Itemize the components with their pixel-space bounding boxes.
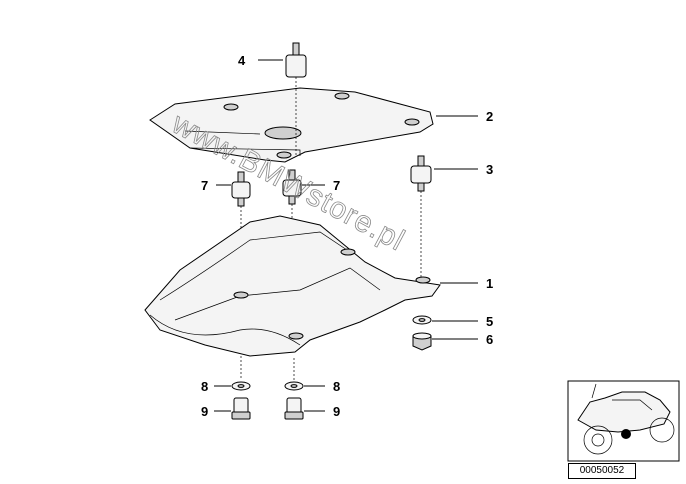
washer-bottom-left [231,356,251,391]
callout-8-right: 8 [333,379,340,394]
callout-1: 1 [486,276,493,291]
motorcycle-location-inset [567,380,680,462]
callout-4: 4 [238,53,246,68]
location-marker-dot [621,429,631,439]
motorcycle-icon [577,383,675,455]
washer-bottom-right [284,358,304,391]
rubber-buffer-right [410,155,432,280]
callout-9-right: 9 [333,404,340,419]
cap-nut-right [284,397,304,420]
callout-5: 5 [486,314,493,329]
callout-8-left: 8 [201,379,208,394]
callout-7-left: 7 [201,178,208,193]
nut-right [412,332,432,351]
callout-3: 3 [486,162,493,177]
callout-6: 6 [486,332,493,347]
callout-2: 2 [486,109,493,124]
callout-7-right: 7 [333,178,340,193]
diagram-number: 00050052 [568,463,636,479]
callout-9-left: 9 [201,404,208,419]
washer-right [412,315,432,325]
rubber-buffer-top [285,42,307,155]
lower-tray [144,215,441,357]
cap-nut-left [231,397,251,420]
upper-cover-plate [149,87,434,163]
